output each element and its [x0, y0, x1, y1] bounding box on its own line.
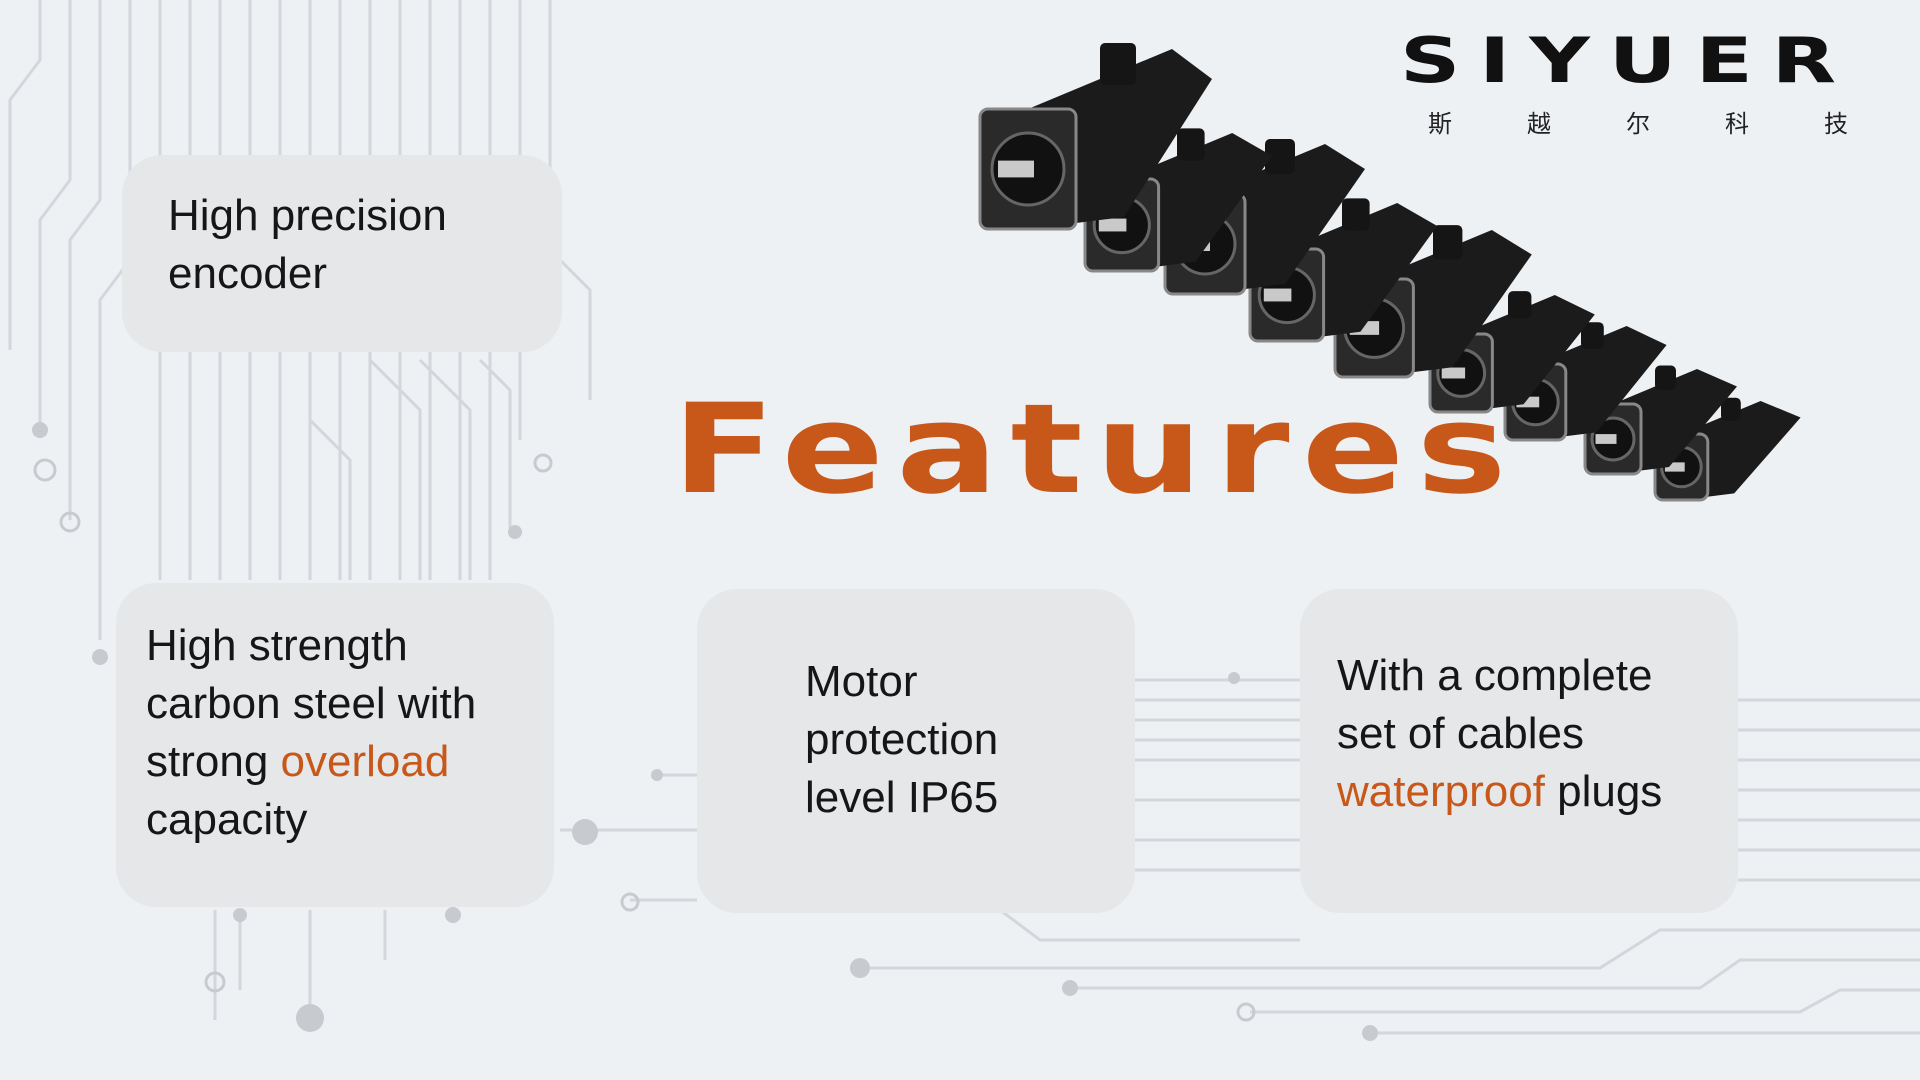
siyuer-logo: SIYUER [1400, 24, 1856, 97]
logo-chinese-subtitle: 斯 越 尔 科 技 [1428, 104, 1848, 139]
feature-line: protection [805, 715, 999, 764]
feature-line: strong overload [146, 733, 476, 791]
feature-highlight: waterproof [1337, 767, 1545, 816]
logo-char: 尔 [1626, 110, 1650, 138]
feature-line: High strength [146, 621, 408, 670]
logo-char: 技 [1824, 110, 1848, 138]
logo-char: 斯 [1428, 110, 1452, 138]
feature-line: level IP65 [805, 773, 999, 822]
feature-line: capacity [146, 795, 308, 844]
feature-card-ip65: Motor protection level IP65 [697, 589, 1135, 913]
feature-text-plain: strong [146, 737, 281, 786]
motor [978, 43, 1212, 231]
feature-line: Motor [805, 657, 918, 706]
feature-card-encoder: High precision encoder [122, 155, 562, 352]
feature-line: carbon steel with [146, 679, 477, 728]
feature-card-cables: With a complete set of cables waterproof… [1300, 589, 1738, 913]
feature-text: Motor protection level IP65 [805, 653, 998, 827]
logo-char: 越 [1527, 110, 1551, 138]
feature-text-plain: plugs [1544, 767, 1663, 816]
feature-card-carbon-steel: High strength carbon steel with strong o… [116, 583, 554, 907]
feature-line: waterproof plugs [1337, 763, 1662, 821]
feature-line: set of cables [1337, 709, 1585, 758]
feature-text: High strength carbon steel with strong o… [146, 617, 476, 849]
feature-text: High precision encoder [168, 187, 447, 303]
feature-highlight: overload [280, 737, 450, 786]
page-title: Features [672, 378, 1519, 522]
feature-line: High precision [168, 191, 447, 240]
servo-motors-image [978, 43, 1801, 502]
feature-line: With a complete [1337, 651, 1653, 700]
logo-char: 科 [1725, 110, 1749, 138]
motor [1083, 128, 1273, 273]
feature-line: encoder [168, 249, 328, 298]
feature-text: With a complete set of cables waterproof… [1337, 647, 1662, 821]
